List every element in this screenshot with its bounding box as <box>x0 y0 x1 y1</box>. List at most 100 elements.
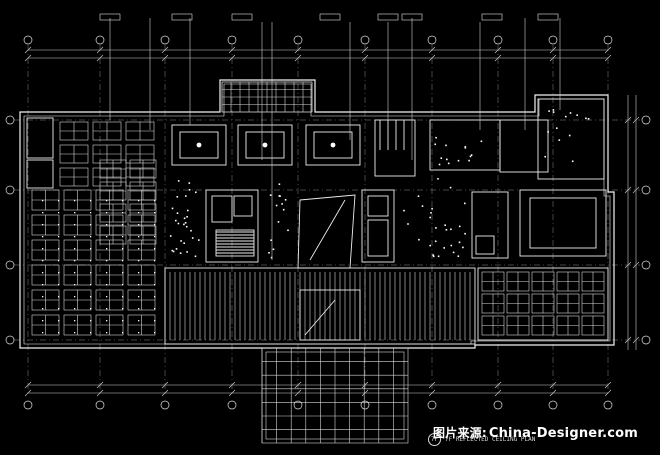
downlight <box>407 223 409 225</box>
downlight <box>272 248 275 251</box>
downlight <box>154 296 156 298</box>
downlight <box>90 224 92 226</box>
downlight <box>58 296 60 298</box>
downlight <box>287 229 289 232</box>
downlight <box>122 224 124 226</box>
downlight <box>169 235 172 237</box>
downlight <box>42 212 44 214</box>
downlight <box>438 163 441 166</box>
downlight <box>268 252 270 254</box>
downlight <box>154 248 156 250</box>
downlight <box>122 296 124 298</box>
downlight <box>90 200 92 202</box>
callout-tag <box>319 13 341 21</box>
downlight <box>138 212 140 214</box>
downlight <box>464 146 467 148</box>
axis-bubble <box>360 35 370 45</box>
axis-bubble <box>493 400 503 410</box>
axis-bubble <box>548 35 558 45</box>
room <box>26 117 54 159</box>
downlight <box>180 240 182 242</box>
downlight <box>177 222 180 225</box>
downlight <box>122 284 124 286</box>
downlight <box>106 200 108 202</box>
downlight <box>154 308 156 310</box>
elevator-shaft <box>211 195 233 223</box>
downlight <box>445 229 448 231</box>
downlight <box>154 260 156 262</box>
downlight <box>430 212 432 214</box>
downlight <box>122 332 124 334</box>
axis-bubble <box>5 260 15 270</box>
downlight <box>175 248 178 250</box>
downlight <box>437 178 439 180</box>
downlight <box>172 250 175 253</box>
downlight <box>282 208 285 211</box>
downlight <box>74 296 76 298</box>
watermark-site: China-Designer.com <box>488 426 638 441</box>
axis-bubble <box>23 400 33 410</box>
downlight <box>440 157 443 159</box>
downlight <box>106 224 108 226</box>
ceiling-coffer <box>179 131 219 159</box>
downlight <box>269 194 272 196</box>
downlight <box>122 212 124 214</box>
downlight <box>122 308 124 310</box>
ceiling-coffer <box>245 131 285 159</box>
room-partitions <box>26 98 609 345</box>
downlight <box>58 272 60 274</box>
callout-tag <box>401 13 423 21</box>
downlight <box>552 109 555 111</box>
downlight <box>275 204 278 207</box>
downlight <box>281 203 283 205</box>
downlight <box>42 200 44 202</box>
callout-tag <box>481 13 503 21</box>
room <box>26 159 54 189</box>
downlight <box>74 260 76 262</box>
downlight <box>186 216 188 218</box>
axis-bubble <box>603 35 613 45</box>
axis-bubble <box>5 335 15 345</box>
downlight <box>90 260 92 262</box>
axis-bubble <box>293 400 303 410</box>
downlight <box>74 200 76 202</box>
downlight <box>469 155 472 158</box>
downlight <box>179 252 182 254</box>
downlight <box>417 195 420 197</box>
downlight <box>122 248 124 250</box>
axis-bubble <box>95 35 105 45</box>
downlight <box>106 260 108 262</box>
downlight <box>279 195 281 197</box>
downlight <box>122 320 124 322</box>
axis-bubble <box>5 115 15 125</box>
atrium-void <box>297 194 356 269</box>
downlight <box>435 136 437 139</box>
shaft <box>367 219 389 257</box>
downlight <box>106 236 108 238</box>
downlight <box>569 112 572 114</box>
downlight <box>188 189 191 191</box>
pendant-light <box>196 142 202 148</box>
axis-bubble <box>641 260 651 270</box>
axis-bubble <box>641 115 651 125</box>
downlight <box>462 246 464 249</box>
axis-bubbles <box>5 35 651 410</box>
downlight <box>457 255 460 257</box>
downlight <box>468 159 470 162</box>
callout-tag <box>537 13 559 21</box>
callout-leaders <box>109 18 561 260</box>
downlight <box>284 199 287 201</box>
downlight <box>457 159 460 162</box>
downlight <box>122 236 124 238</box>
downlight <box>58 320 60 322</box>
watermark: 图片来源:China-Designer.com <box>433 424 638 441</box>
axis-bubble <box>360 400 370 410</box>
downlight <box>58 284 60 286</box>
downlight <box>446 158 448 161</box>
downlight <box>470 154 473 156</box>
downlight <box>74 332 76 334</box>
callout-tag <box>231 13 253 21</box>
axis-bubble <box>227 35 237 45</box>
callout-tags <box>99 13 559 21</box>
downlight <box>434 143 436 146</box>
